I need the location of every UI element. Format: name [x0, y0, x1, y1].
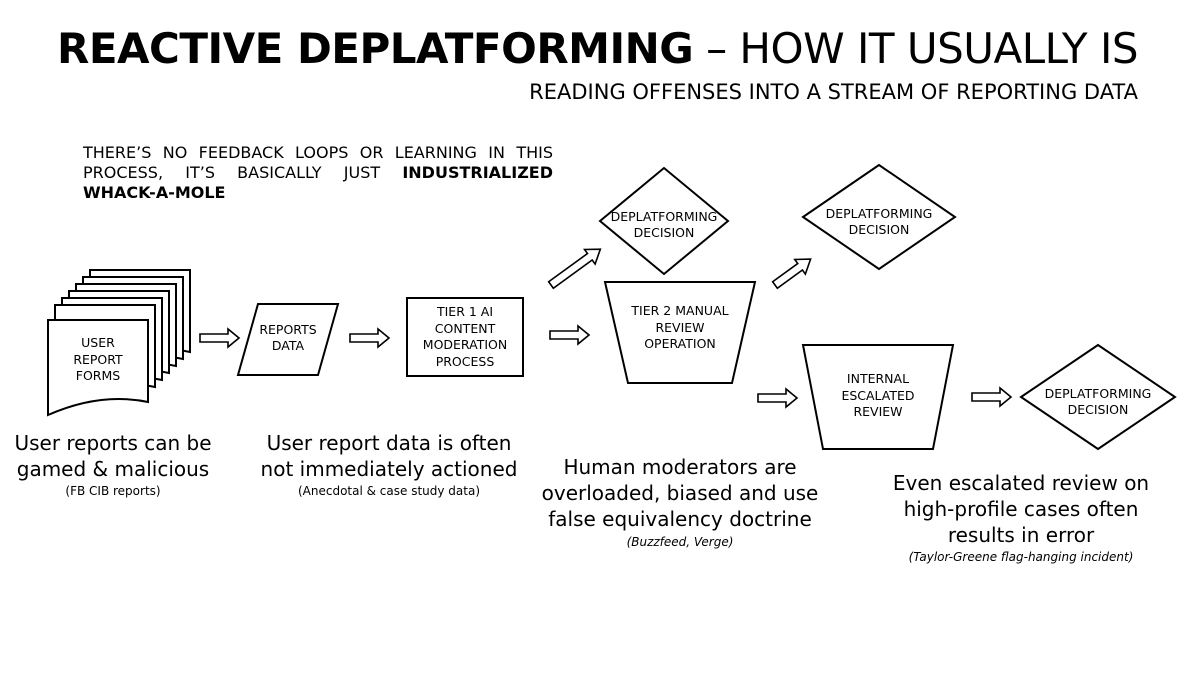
arrow-internal-to-decision3 — [971, 386, 1013, 408]
internal-review-label: INTERNAL ESCALATED REVIEW — [841, 371, 915, 420]
internal-review-shape — [801, 344, 955, 450]
tier1-label: TIER 1 AI CONTENT MODERATION PROCESS — [422, 304, 508, 369]
caption-report-data-source: (Anecdotal & case study data) — [297, 484, 481, 498]
decision-3-shape — [1019, 343, 1177, 451]
caption-report-data: User report data is often not immediatel… — [260, 431, 518, 481]
caption-escalated-review-source: (Taylor-Greene flag-hanging incident) — [908, 550, 1134, 564]
arrow-tier1-to-decision1 — [547, 248, 602, 290]
decision-1-label: DEPLATFORMING DECISION — [610, 208, 718, 241]
decision-3-label: DEPLATFORMING DECISION — [1044, 385, 1152, 418]
arrow-reports-to-tier1 — [349, 327, 391, 349]
decision-2-label: DEPLATFORMING DECISION — [825, 205, 933, 238]
decision-1-shape — [598, 166, 730, 276]
arrow-forms-to-reports — [199, 327, 241, 349]
caption-human-moderators-source: (Buzzfeed, Verge) — [626, 535, 734, 549]
decision-2-shape — [801, 163, 957, 271]
page-subtitle: READING OFFENSES INTO A STREAM OF REPORT… — [529, 80, 1138, 104]
caption-escalated-review: Even escalated review on high-profile ca… — [892, 471, 1150, 547]
tier2-shape — [603, 281, 757, 384]
reports-data-shape — [236, 303, 340, 376]
arrow-tier2-to-internal — [757, 387, 799, 409]
caption-user-reports-source: (FB CIB reports) — [65, 484, 161, 498]
user-report-forms-shape — [47, 269, 191, 417]
arrow-tier2-to-decision2 — [771, 258, 812, 290]
tier1-shape — [406, 297, 524, 377]
caption-user-reports: User reports can be gamed & malicious — [14, 431, 212, 481]
page-title: REACTIVE DEPLATFORMING – HOW IT USUALLY … — [56, 24, 1139, 73]
process-note: THERE’S NO FEEDBACK LOOPS OR LEARNING IN… — [83, 143, 553, 202]
arrow-tier1-to-tier2 — [549, 324, 591, 346]
user-report-forms-label: USER REPORT FORMS — [73, 335, 123, 384]
tier2-label: TIER 2 MANUAL REVIEW OPERATION — [631, 303, 729, 352]
reports-data-label: REPORTS DATA — [259, 321, 317, 354]
caption-human-moderators: Human moderators are overloaded, biased … — [541, 455, 819, 531]
